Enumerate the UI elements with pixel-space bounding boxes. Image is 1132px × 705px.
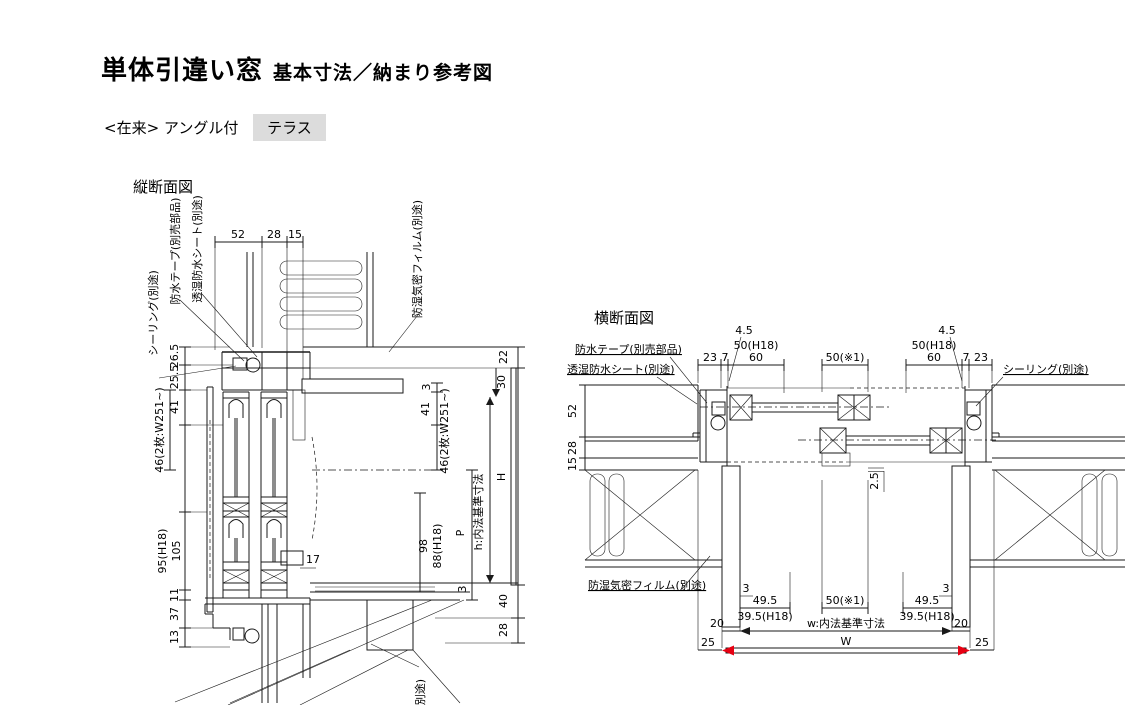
hs-bottom-dims: 3 3 49.5 39.5(H18) 50(※1) 49.5 39.5(H18)… xyxy=(697,470,995,656)
hs-dim-49-5-right: 49.5 xyxy=(915,594,940,607)
vs-sill-floor xyxy=(174,582,518,705)
vs-left-dims: 26.5 25.5 41 46(2枚:W251~) 95(H18) 105 11… xyxy=(152,344,233,648)
hs-title: 横断面図 xyxy=(594,309,654,327)
hs-dim-7-left: 7 xyxy=(722,351,729,364)
vs-label-sheet: 透湿防水シート(別途) xyxy=(190,195,204,303)
vs-leader-labels: シーリング(別途) 防水テープ(別売部品) 透湿防水シート(別途) 防湿気密フィ… xyxy=(146,195,427,705)
vs-dim-3-top: 3 xyxy=(420,384,433,391)
hs-dim-52: 52 xyxy=(566,404,579,418)
vs-dim-46-left: 46(2枚:W251~) xyxy=(152,387,166,472)
vs-dim-41-left: 41 xyxy=(168,400,181,414)
hs-dim-25-right: 25 xyxy=(975,636,989,649)
vs-dim-28: 28 xyxy=(267,228,281,241)
variant-prefix: <在来> xyxy=(104,119,160,137)
hs-dim-20-left: 20 xyxy=(710,617,724,630)
vs-dim-p: P xyxy=(454,529,467,536)
vs-inner-dims: 3 41 46(2枚:W251~) 98 88(H18) P h:内法基準寸法 … xyxy=(414,382,494,601)
vs-red-h-bar xyxy=(510,367,517,586)
vs-dim-37: 37 xyxy=(168,607,181,621)
hs-dim-50-center-top: 50(※1) xyxy=(826,351,865,364)
vs-dim-98: 98 xyxy=(417,539,430,553)
vs-top-dims: 52 28 15 xyxy=(214,228,304,379)
vs-dim-52: 52 xyxy=(231,228,245,241)
hs-dim-15: 15 xyxy=(566,457,579,471)
variant-line: <在来> アングル付 テラス xyxy=(104,114,326,141)
hs-dim-39-5-right: 39.5(H18) xyxy=(899,610,954,623)
vs-label-tape: 防水テープ(別売部品) xyxy=(168,198,182,305)
title-main: 単体引違い窓 xyxy=(101,56,264,86)
vs-dim-3-bottom: 3 xyxy=(456,586,469,593)
hs-left-wall xyxy=(584,384,722,568)
vs-dim-28-right: 28 xyxy=(497,623,510,637)
hs-dim-50-center-bottom: 50(※1) xyxy=(826,594,865,607)
hs-dim-28: 28 xyxy=(566,441,579,455)
vs-dim-46-inner: 46(2枚:W251~) xyxy=(437,388,451,473)
hs-dim-20-right: 20 xyxy=(954,617,968,630)
vs-dim-105: 105 xyxy=(170,541,183,562)
vs-label-sealing: シーリング(別途) xyxy=(146,270,160,356)
vs-label-film-bottom: 防湿気密フィルム(別途) xyxy=(413,679,427,705)
hs-label-sheet: 透湿防水シート(別途) xyxy=(567,362,675,376)
vs-dim-h-inner: h:内法基準寸法 xyxy=(471,474,485,551)
variant-name: アングル付 xyxy=(163,119,239,137)
vs-label-film: 防湿気密フィルム(別途) xyxy=(410,200,424,318)
vs-wall-structure xyxy=(246,252,374,347)
hs-red-w-bar-arrow-left xyxy=(722,645,734,656)
hs-dim-25-left: 25 xyxy=(701,636,715,649)
horizontal-section-drawing: 横断面図 xyxy=(566,309,1125,656)
vs-dim-88: 88(H18) xyxy=(431,524,444,569)
hs-red-w-bar-arrow-right xyxy=(958,645,970,656)
hs-dim-23-left: 23 xyxy=(703,351,717,364)
hs-dim-3-left: 3 xyxy=(743,582,750,595)
hs-wall-dims: 52 28 15 xyxy=(566,384,591,471)
hs-dim-w: W xyxy=(841,635,852,648)
hs-label-film: 防湿気密フィルム(別途) xyxy=(588,578,706,592)
hs-dim-7-right: 7 xyxy=(963,351,970,364)
hs-dim-3-right: 3 xyxy=(943,582,950,595)
hs-right-wall xyxy=(970,384,1125,568)
vs-dim-17: 17 xyxy=(306,553,320,566)
hs-top-dims: 23 7 60 50(H18) 4.5 50(※1) 60 50(H18) 7 … xyxy=(697,324,993,393)
hs-dim-4-5-right: 4.5 xyxy=(938,324,956,337)
page-title: 単体引違い窓基本寸法／納まり参考図 xyxy=(101,50,493,87)
vs-dim-30: 30 xyxy=(495,375,508,389)
hs-dim-23-right: 23 xyxy=(974,351,988,364)
hs-dim-39-5-left: 39.5(H18) xyxy=(737,610,792,623)
vs-head-frame xyxy=(221,346,518,394)
variant-tag: テラス xyxy=(253,114,326,141)
hs-frame-sashes: 2.5 xyxy=(692,386,1000,628)
vs-right-dims: 22 30 H 40 28 xyxy=(435,346,525,644)
hs-label-tape: 防水テープ(別売部品) xyxy=(575,342,682,356)
vs-dim-25-5: 25.5 xyxy=(168,365,181,390)
vs-dim-11: 11 xyxy=(168,588,181,602)
hs-dim-4-5-left: 4.5 xyxy=(735,324,753,337)
vs-dim-41-inner: 41 xyxy=(419,402,432,416)
vertical-section-drawing: 縦断面図 52 28 15 シーリング(別途) 防水テープ(別売部品) 透湿防水… xyxy=(133,178,525,705)
vs-sashes: 17 xyxy=(206,386,437,613)
hs-leader-labels: 防水テープ(別売部品) 透湿防水シート(別途) シーリング(別途) 防湿気密フィ… xyxy=(567,342,1089,592)
vs-dim-13: 13 xyxy=(168,630,181,644)
vs-dim-15: 15 xyxy=(288,228,302,241)
hs-dim-2-5: 2.5 xyxy=(868,472,881,490)
title-sub: 基本寸法／納まり参考図 xyxy=(273,62,494,84)
hs-dim-60-left: 60 xyxy=(749,351,763,364)
hs-dim-49-5-left: 49.5 xyxy=(753,594,778,607)
vs-title: 縦断面図 xyxy=(133,178,193,196)
vs-dim-95: 95(H18) xyxy=(156,529,169,574)
vs-dim-22: 22 xyxy=(497,350,510,364)
hs-dim-w-inner: w:内法基準寸法 xyxy=(807,616,885,630)
vs-dim-40: 40 xyxy=(497,594,510,608)
vs-dim-26-5: 26.5 xyxy=(168,344,181,369)
hs-red-w-bar xyxy=(725,647,967,654)
vs-dim-h: H xyxy=(495,473,508,481)
hs-label-sealing: シーリング(別途) xyxy=(1003,362,1089,376)
hs-dim-50h18-left: 50(H18) xyxy=(734,339,779,352)
hs-dim-50h18-right: 50(H18) xyxy=(912,339,957,352)
hs-dim-60-right: 60 xyxy=(927,351,941,364)
